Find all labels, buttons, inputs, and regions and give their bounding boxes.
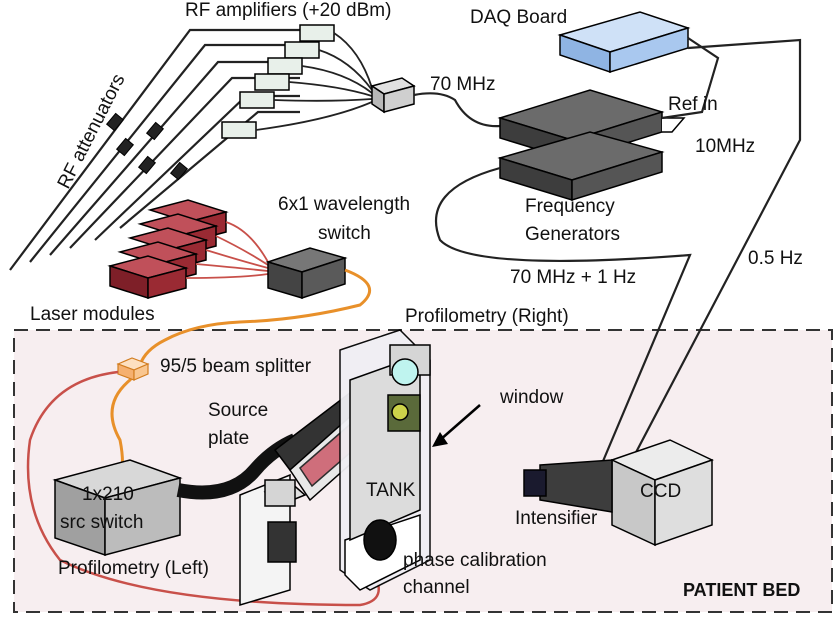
- frequency-generators-label-2: Generators: [525, 224, 620, 245]
- sync-cables: [435, 37, 802, 499]
- rf-70mhz-label: 70 MHz: [430, 74, 495, 95]
- patient-bed-label: PATIENT BED: [683, 580, 800, 600]
- source-switch-label-2: src switch: [60, 512, 143, 533]
- profilometry-left-label: Profilometry (Left): [58, 558, 209, 579]
- rf-70mhz-1hz-label: 70 MHz + 1 Hz: [510, 267, 636, 288]
- laser-modules: [107, 199, 229, 300]
- laser-fibers: [185, 221, 269, 279]
- laser-modules-label: Laser modules: [30, 304, 155, 325]
- rf-70mhz-cable: [413, 92, 501, 128]
- wavelength-switch: [265, 247, 348, 300]
- intensifier-label: Intensifier: [515, 508, 598, 529]
- source-switch: [52, 459, 183, 557]
- ref-in-label: Ref in: [668, 94, 718, 115]
- profilometry-right-label: Profilometry (Right): [405, 306, 569, 327]
- rf-attenuators: [105, 112, 189, 181]
- rf-amplifiers: [221, 24, 335, 139]
- frequency-generators: [497, 89, 665, 202]
- frequency-generators-label-1: Frequency: [525, 196, 615, 217]
- window-label: window: [499, 387, 564, 408]
- rf-amplifiers-label: RF amplifiers (+20 dBm): [185, 0, 391, 21]
- ref-10mhz-label: 10MHz: [695, 136, 755, 157]
- source-plate-label-1: Source: [208, 400, 268, 421]
- rf-splitter: [370, 77, 416, 114]
- beam-splitter: [116, 357, 150, 381]
- profilometry-right: [387, 344, 431, 432]
- amp-to-splitter-cables: [255, 32, 373, 131]
- ref-in-loop: [662, 117, 686, 133]
- daq-board: [557, 11, 691, 74]
- phase-calibration-fiber: [26, 370, 380, 607]
- phase-calibration-label-2: channel: [403, 577, 470, 598]
- profilometry-left: [239, 473, 307, 607]
- tank-label: TANK: [366, 480, 416, 501]
- beam-splitter-label: 95/5 beam splitter: [160, 356, 312, 377]
- daq-board-label: DAQ Board: [470, 7, 567, 28]
- rf-attenuators-label: RF attenuators: [54, 71, 130, 193]
- phase-calibration-channel: [363, 519, 397, 561]
- orange-fiber: [110, 268, 372, 481]
- source-plate-label-2: plate: [208, 428, 249, 449]
- source-switch-label-1: 1x210: [82, 484, 134, 505]
- ccd-label: CCD: [640, 481, 681, 502]
- window-arrow: [432, 404, 481, 447]
- wavelength-switch-label-2: switch: [318, 223, 371, 244]
- wavelength-switch-label-1: 6x1 wavelength: [278, 194, 410, 215]
- sync-05hz-label: 0.5 Hz: [748, 248, 803, 269]
- ccd-camera: [523, 439, 714, 547]
- phase-calibration-label-1: phase calibration: [403, 550, 547, 571]
